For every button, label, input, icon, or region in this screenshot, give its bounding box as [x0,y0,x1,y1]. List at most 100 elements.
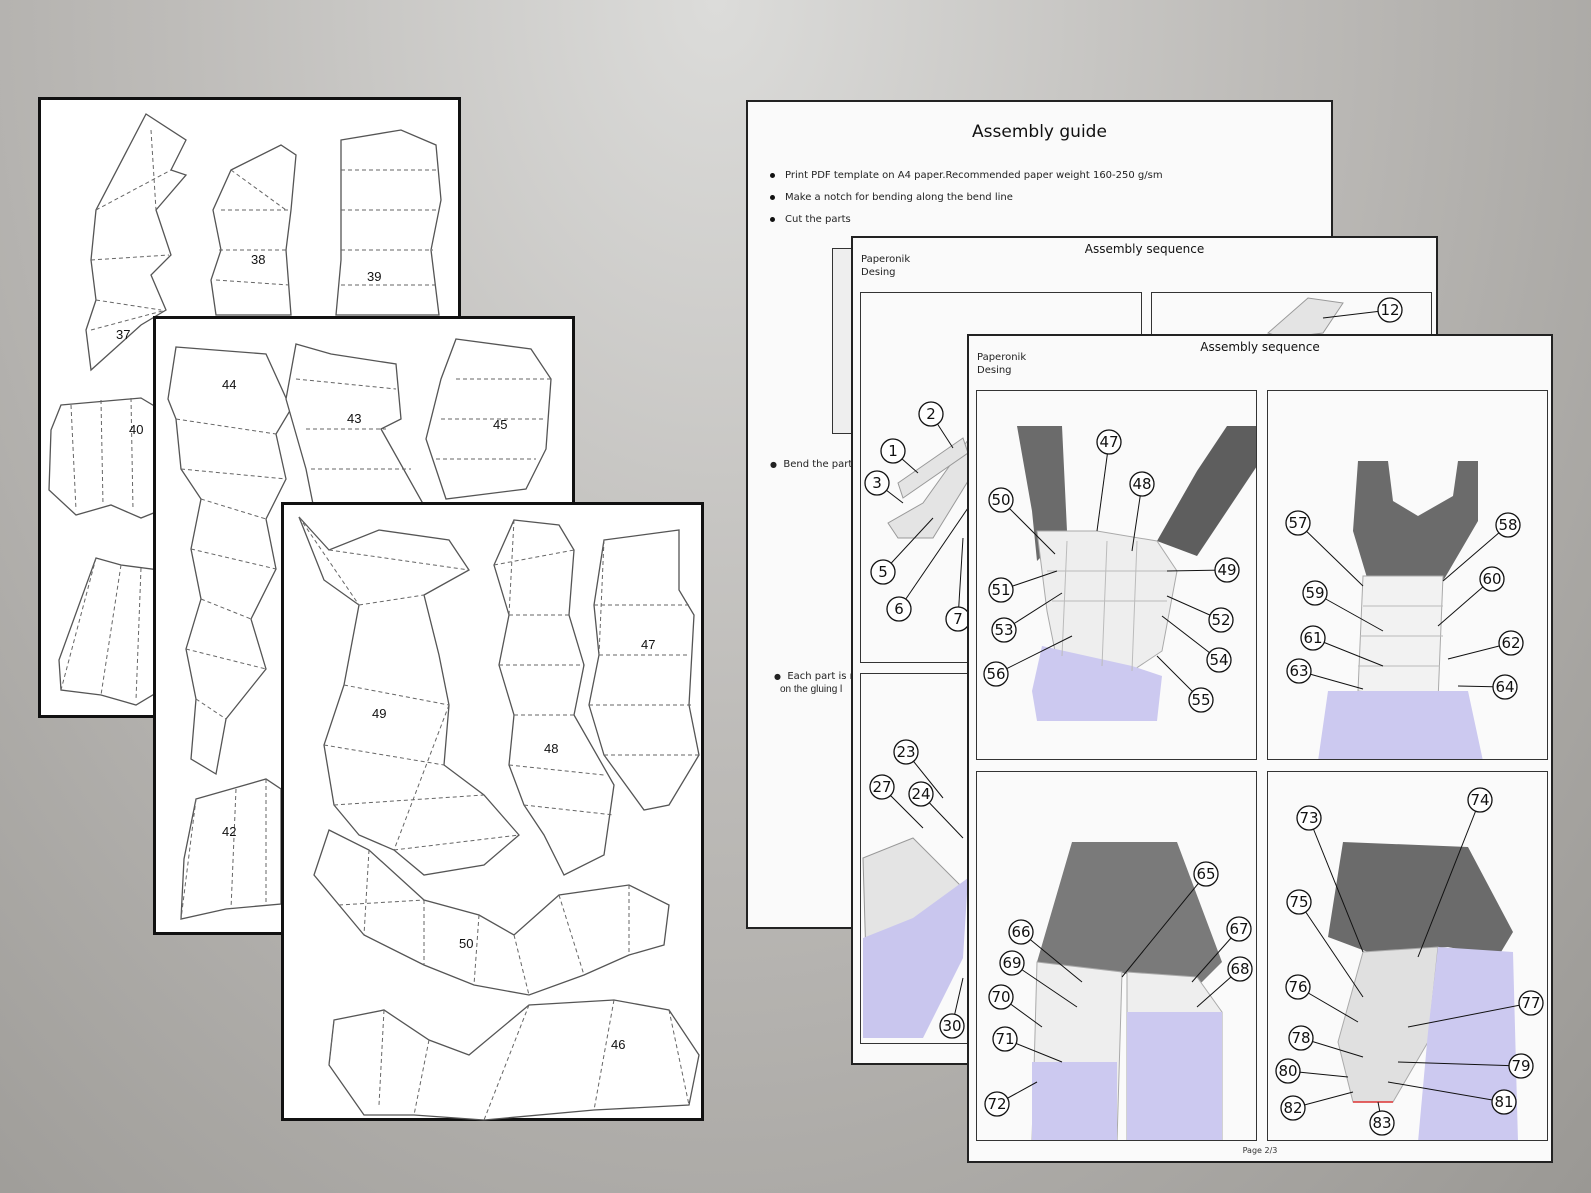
callout-circle [864,470,890,496]
callout-circle [988,984,1014,1010]
part-label: 45 [493,417,507,432]
part-number-callout: 65 [1196,865,1215,883]
callout-leader-line [1314,592,1384,632]
callout-circle [999,950,1025,976]
callout-circle [1495,512,1521,538]
part-label: 39 [367,269,381,284]
part-label: 42 [222,824,236,839]
callout-circle [1498,630,1524,656]
template-parts: 49 48 47 50 46 [298,516,700,1121]
gluing-text: on the gluing l [780,684,843,695]
callout-circle [870,559,896,585]
part-number-callout: 56 [986,665,1005,683]
callout-circle [1193,861,1219,887]
callout-leader-line [1000,499,1056,555]
callout-leader-line [1298,901,1364,998]
callout-circle [886,596,912,622]
callout-circle [1214,557,1240,583]
callout-circle [1491,1089,1517,1115]
callout-circle [988,577,1014,603]
part-number-callout: 73 [1299,809,1318,827]
callout-leader-line [995,635,1073,675]
template-sheet-c: 49 48 47 50 46 [281,502,704,1121]
guide-bullet: Print PDF template on A4 paper.Recommend… [770,164,1163,186]
callout-leader-line [1096,441,1110,532]
part-number-callout: 62 [1501,634,1520,652]
part-number-callout: 23 [896,743,915,761]
part-number-callout: 6 [894,600,904,618]
callout-circle [1285,510,1311,536]
callout-circle [984,1091,1010,1117]
torso-model [1318,461,1483,759]
part-number-callout: 82 [1283,1099,1302,1117]
page-number: Page 2/3 [1242,1146,1278,1155]
part-label: 37 [116,327,130,342]
callout-circle [991,617,1017,643]
callout-leader-line [1297,522,1364,587]
callout-circle [1467,787,1493,813]
part-number-callout: 27 [872,778,891,796]
callout-circle [1188,687,1214,713]
template-parts: 37 38 39 40 [48,113,442,706]
part-number-callout: 57 [1288,514,1307,532]
template-parts: 44 43 45 42 [167,338,552,920]
part-number-callout: 74 [1470,791,1489,809]
part-number-callout: 49 [1217,561,1236,579]
part-number-callout: 30 [942,1017,961,1035]
guide-bullets: Print PDF template on A4 paper.Recommend… [770,164,1163,230]
callout-circle [1206,647,1232,673]
sequence-title: Assembly sequence [1200,340,1320,354]
callout-circle [992,1026,1018,1052]
part-label: 49 [372,706,386,721]
callout-circle [1377,297,1403,323]
part-number-callout: 7 [953,610,963,628]
callout-circle [1208,607,1234,633]
hips-model [1328,842,1518,1140]
callout-circle [988,487,1014,513]
callout-circle [918,401,944,427]
part-label: 50 [459,936,473,951]
part-number-callout: 75 [1289,893,1308,911]
part-label: 48 [544,741,558,756]
part-number-callout: 64 [1495,678,1514,696]
part-number-callout: 67 [1229,920,1248,938]
part-label: 46 [611,1037,625,1052]
part-number-callout: 12 [1380,301,1399,319]
callout-circle [1096,429,1122,455]
part-number-callout: 59 [1305,584,1324,602]
part-number-callout: 2 [926,405,936,423]
callout-circle [1280,1095,1306,1121]
callout-circle [1479,566,1505,592]
part-number-callout: 72 [987,1095,1006,1113]
part-number-callout: 78 [1291,1029,1310,1047]
part-number-callout: 79 [1511,1057,1530,1075]
part-number-callout: 68 [1230,960,1249,978]
callout-leader-line [1121,873,1207,978]
part-label: 38 [251,252,265,267]
callout-leader-line [1011,962,1078,1008]
legs-model [1031,842,1223,1140]
callout-circle [908,781,934,807]
callout-circle [983,661,1009,687]
guide-bullet: Cut the parts [770,208,1163,230]
callout-circle [1275,1058,1301,1084]
callout-circle [1129,471,1155,497]
callout-circle [1296,805,1322,831]
part-label: 40 [129,422,143,437]
callout-circle [1226,916,1252,942]
callout-circle [1508,1053,1534,1079]
bend-text: ● Bend the part [770,459,853,470]
callout-circle [1302,580,1328,606]
callout-leader-line [1397,1061,1522,1067]
part-number-callout: 24 [911,785,930,803]
callout-circle [880,438,906,464]
part-number-callout: 81 [1494,1093,1513,1111]
callout-circle [1286,889,1312,915]
part-number-callout: 77 [1521,994,1540,1012]
